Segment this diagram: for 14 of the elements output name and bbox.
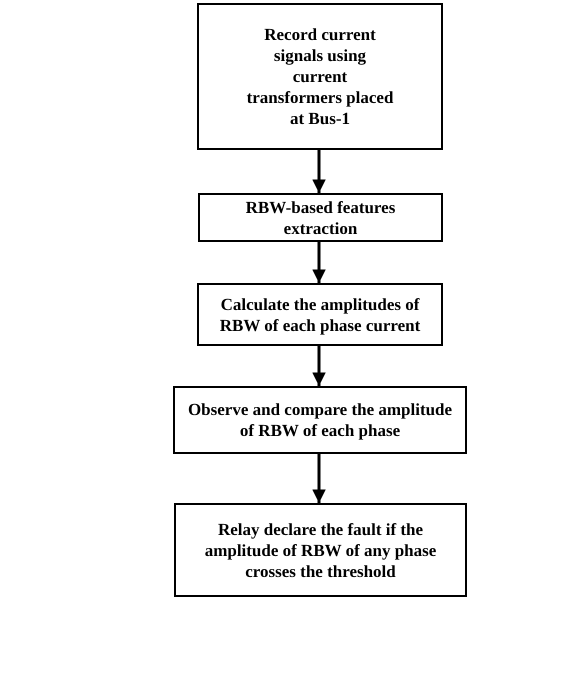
arrow — [312, 346, 326, 386]
process-box — [198, 193, 443, 242]
step-text: Relay declare the fault if the amplitude of RBW of any phase crosses the threshold — [204, 518, 438, 582]
process-box — [173, 386, 467, 454]
process-box — [174, 503, 467, 597]
arrow — [312, 150, 326, 193]
process-box — [197, 3, 443, 150]
step-text: RBW-based features extraction — [244, 196, 396, 238]
arrow — [312, 242, 326, 283]
step-text: Record current signals using current transformers placed at Bus-1 — [246, 24, 394, 129]
step-text: Observe and compare the amplitude of RBW of each phase — [186, 399, 454, 441]
arrow — [312, 454, 326, 503]
process-box — [197, 283, 443, 346]
step-text: Calculate the amplitudes of RBW of each phase current — [218, 294, 422, 336]
